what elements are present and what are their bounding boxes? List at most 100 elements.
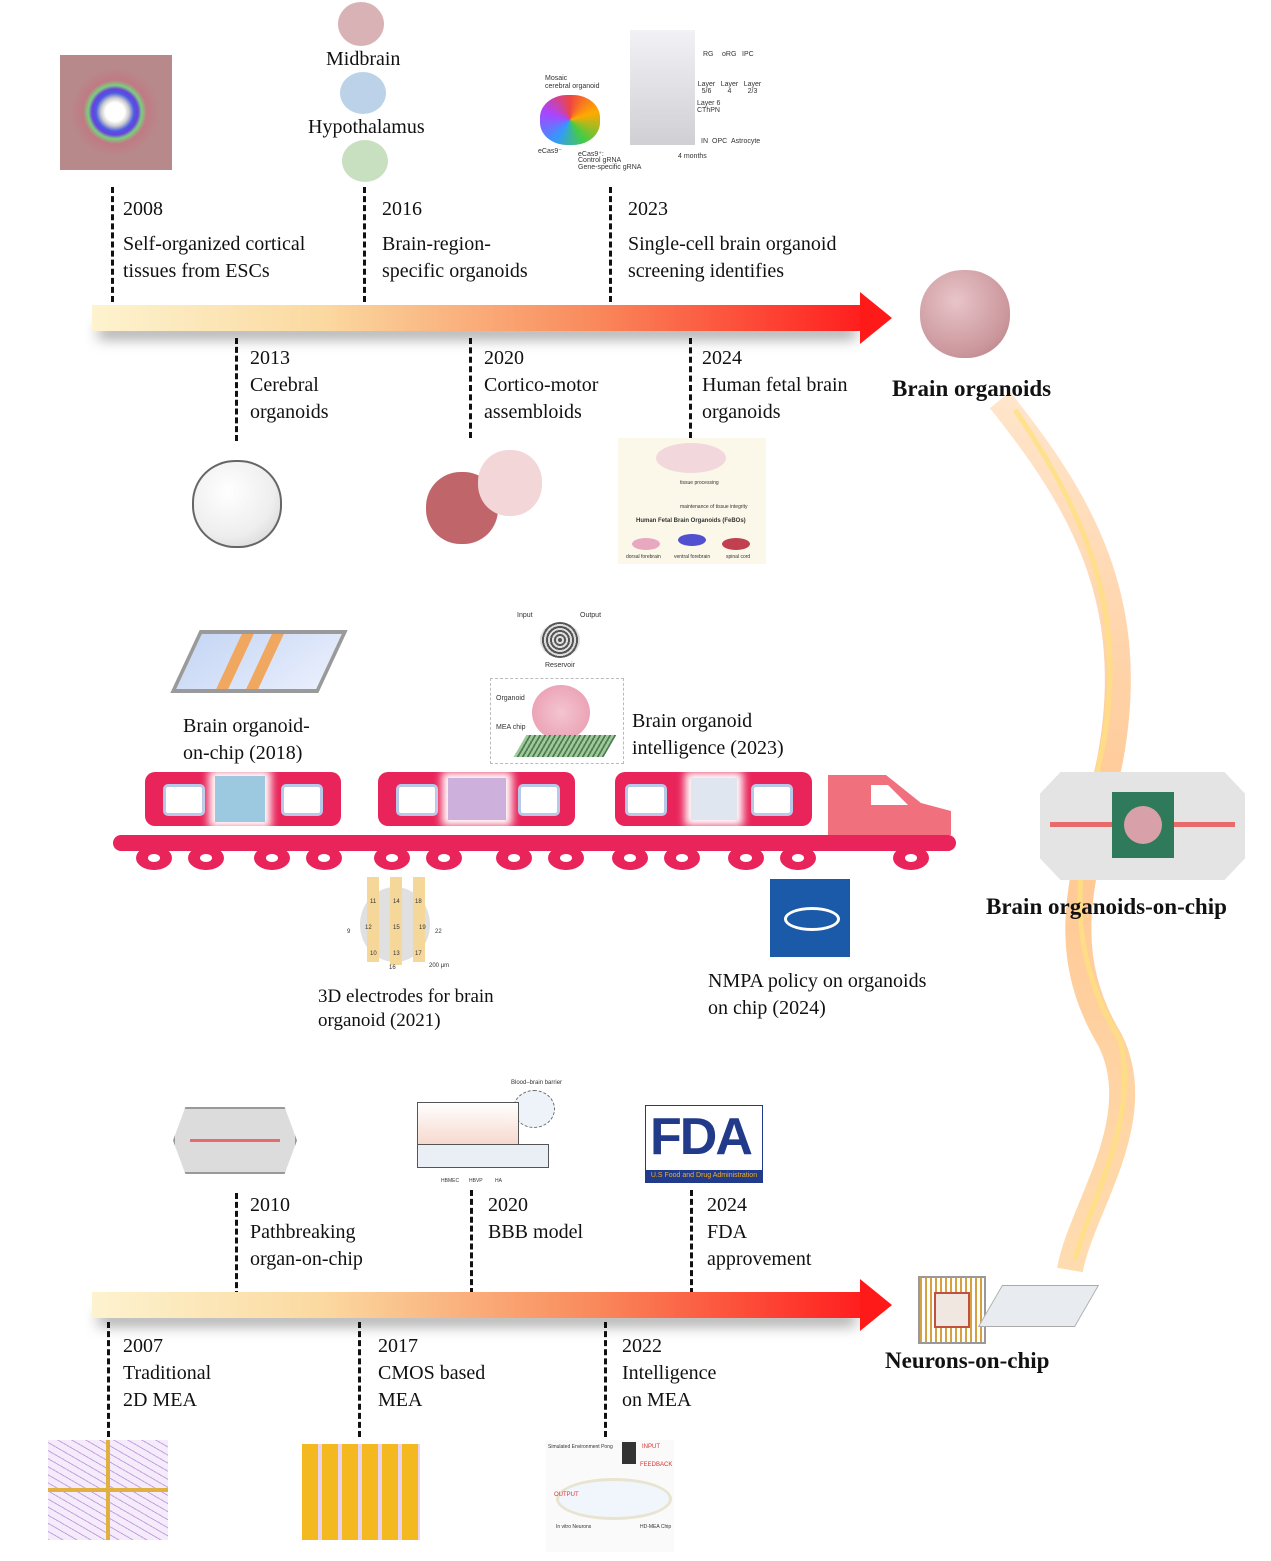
fig-text: maintenance of tissue integrity (680, 504, 748, 510)
section-title-organoids-on-chip: Brain organoids-on-chip (986, 894, 1227, 919)
train-wheel (780, 846, 816, 870)
fig-text: 14 (393, 899, 400, 905)
fig-text: ventral forebrain (674, 554, 711, 560)
cerebral-organoid-icon (192, 460, 282, 548)
fig-text: HBVP (469, 1178, 483, 1184)
fig-text: Organoid (496, 695, 525, 702)
arrow-head (860, 1279, 892, 1331)
fig-text: 22 (435, 929, 442, 935)
brain-organoids-timeline-arrow (92, 305, 862, 331)
hypothalamus-label: Hypothalamus (308, 116, 425, 138)
fig-text: cerebral organoid (545, 83, 600, 90)
fig-text: Reservoir (545, 662, 575, 669)
electrode-figure: 11 14 18 12 15 19 10 13 17 9 22 16 200 μ… (345, 877, 455, 972)
arrow-head (860, 292, 892, 344)
organoid-chip-icon (1040, 772, 1245, 880)
fig-text: INPUT (642, 1444, 660, 1450)
fig-text: IN (701, 138, 708, 145)
fig-text: Layer 6 CThPN (697, 100, 721, 114)
febo-figure: tissue processing maintenance of tissue … (618, 438, 766, 564)
fig-text: Mosaic (545, 75, 568, 82)
fig-text: tissue processing (680, 480, 719, 486)
fig-text: In vitro Neurons (556, 1524, 592, 1530)
nmpa-logo (770, 879, 850, 957)
train-wheel (374, 846, 410, 870)
train-wheel (136, 846, 172, 870)
fig-text: RG (703, 51, 714, 58)
train-wheel (426, 846, 462, 870)
train-wheel (306, 846, 342, 870)
train-car-3 (615, 772, 812, 826)
fig-text: Human Fetal Brain Organoids (FeBOs) (636, 518, 746, 524)
marker-2007 (107, 1322, 110, 1437)
cortical-tissue-image (60, 55, 172, 170)
train-rail (113, 835, 956, 851)
fig-text: Blood–brain barrier (511, 1080, 563, 1086)
brain-organoid-icon (920, 270, 1010, 358)
marker-2022 (604, 1322, 607, 1437)
microfluidic-chip-icon (977, 1285, 1100, 1327)
marker-2008 (111, 187, 114, 302)
marker-2023 (609, 187, 612, 302)
train-wheel (496, 846, 532, 870)
train-wheel (664, 846, 700, 870)
marker-2024-fda (690, 1190, 693, 1294)
marker-2020-bbb (470, 1190, 473, 1294)
marker-2024 (689, 338, 692, 438)
fig-text: 19 (419, 925, 426, 931)
reservoir-figure: Input Output Reservoir Organoid MEA chip (490, 610, 625, 765)
screening-figure: Mosaic cerebral organoid eCas9⁻ eCas9⁺: … (535, 25, 770, 175)
marker-2010 (235, 1193, 238, 1297)
train-car-2 (378, 772, 575, 826)
train-wheel (548, 846, 584, 870)
2d-mea-image (48, 1440, 168, 1540)
marker-2017 (358, 1322, 361, 1437)
item-organoid-on-chip-2018: Brain organoid-on-chip (2018) (183, 715, 310, 764)
organoid-green-icon (342, 140, 388, 182)
fig-text: Layer 2/3 (743, 81, 762, 95)
fig-text: 13 (393, 951, 400, 957)
train-wheel (612, 846, 648, 870)
fig-text: IPC (742, 51, 754, 58)
fig-text: 11 (370, 899, 377, 905)
fig-text: Input (517, 612, 533, 619)
bbb-figure: Blood–brain barrier HBMEC HBVP HA (415, 1080, 563, 1190)
fig-text: HD-MEA Chip (640, 1524, 672, 1530)
fig-text: 16 (389, 965, 396, 971)
train-wheel (188, 846, 224, 870)
neurons-on-chip-timeline-arrow (92, 1292, 862, 1318)
fig-text: 200 μm (429, 963, 450, 969)
fig-text: FEEDBACK (640, 1462, 673, 1468)
assembloid-icon-2 (478, 450, 542, 516)
fig-text: OUTPUT (554, 1492, 579, 1498)
fig-text: Output (580, 612, 602, 619)
fig-text: 10 (370, 951, 377, 957)
fig-text: HBMEC (441, 1178, 460, 1184)
train-car-1 (145, 772, 341, 826)
train-wheel (254, 846, 290, 870)
fig-text: oRG (722, 51, 737, 58)
fig-text: MEA chip (496, 724, 526, 731)
train-wheel (728, 846, 764, 870)
marker-2013 (235, 338, 238, 441)
section-title-neurons-on-chip: Neurons-on-chip (885, 1348, 1050, 1373)
fig-text: Astrocyte (731, 138, 761, 145)
midbrain-organoid-icon (338, 2, 384, 46)
fig-text: Layer 4 (720, 81, 739, 95)
fig-text: Gene-specific gRNA (578, 164, 642, 171)
fig-text: 18 (415, 899, 422, 905)
fig-text: 9 (347, 929, 351, 935)
fig-text: spinal cord (726, 554, 751, 560)
